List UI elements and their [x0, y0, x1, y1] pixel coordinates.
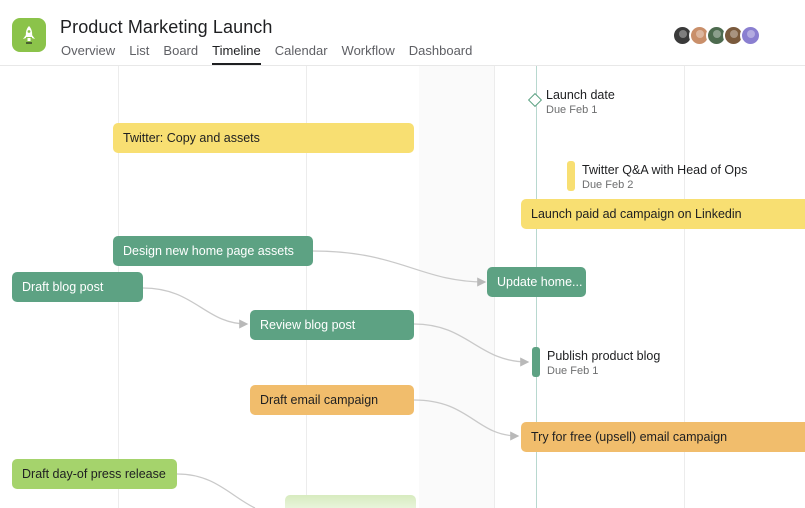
dependency-arrow — [312, 250, 487, 287]
dependency-arrow — [413, 399, 520, 441]
task-bar[interactable]: Draft email campaign — [250, 385, 414, 415]
tab-dashboard[interactable]: Dashboard — [408, 43, 473, 58]
task-bar[interactable] — [532, 347, 540, 377]
tab-list[interactable]: List — [129, 43, 150, 58]
gridline — [684, 66, 685, 508]
project-tabs: Overview List Board Timeline Calendar Wo… — [61, 44, 486, 65]
dependency-arrow — [176, 473, 256, 508]
tab-overview[interactable]: Overview — [61, 43, 116, 58]
task-due: Due Feb 2 — [582, 179, 634, 191]
task-bar[interactable]: Update home... — [487, 267, 586, 297]
timeline-canvas[interactable]: Launch date Due Feb 1 Twitter: Copy and … — [0, 66, 805, 508]
task-bar[interactable]: Twitter: Copy and assets — [113, 123, 414, 153]
tab-timeline[interactable]: Timeline — [212, 44, 261, 65]
dependency-arrow — [142, 287, 249, 329]
milestone-due: Due Feb 1 — [546, 104, 598, 116]
task-bar[interactable] — [285, 495, 416, 508]
project-title: Product Marketing Launch — [60, 17, 273, 37]
task-bar[interactable] — [567, 161, 575, 191]
task-bar[interactable]: Draft blog post — [12, 272, 143, 302]
dependency-arrow — [413, 323, 530, 367]
milestone-title[interactable]: Launch date — [546, 88, 615, 102]
task-bar[interactable]: Review blog post — [250, 310, 414, 340]
avatar[interactable] — [740, 25, 761, 46]
project-header: Product Marketing Launch Overview List B… — [0, 0, 805, 66]
dependency-arrows — [142, 250, 530, 508]
task-bar[interactable]: Launch paid ad campaign on Linkedin — [521, 199, 805, 229]
weekend-shade — [419, 66, 494, 508]
rocket-icon[interactable] — [12, 18, 46, 52]
task-title[interactable]: Twitter Q&A with Head of Ops — [582, 163, 748, 177]
gridline — [306, 66, 307, 508]
tab-board[interactable]: Board — [163, 43, 199, 58]
task-title[interactable]: Publish product blog — [547, 349, 661, 363]
member-avatars[interactable] — [672, 25, 761, 46]
tab-calendar[interactable]: Calendar — [274, 43, 328, 58]
tab-workflow[interactable]: Workflow — [341, 43, 395, 58]
task-due: Due Feb 1 — [547, 365, 599, 377]
task-bar[interactable]: Try for free (upsell) email campaign — [521, 422, 805, 452]
task-bar[interactable]: Draft day-of press release — [12, 459, 177, 489]
task-bar[interactable]: Design new home page assets — [113, 236, 313, 266]
